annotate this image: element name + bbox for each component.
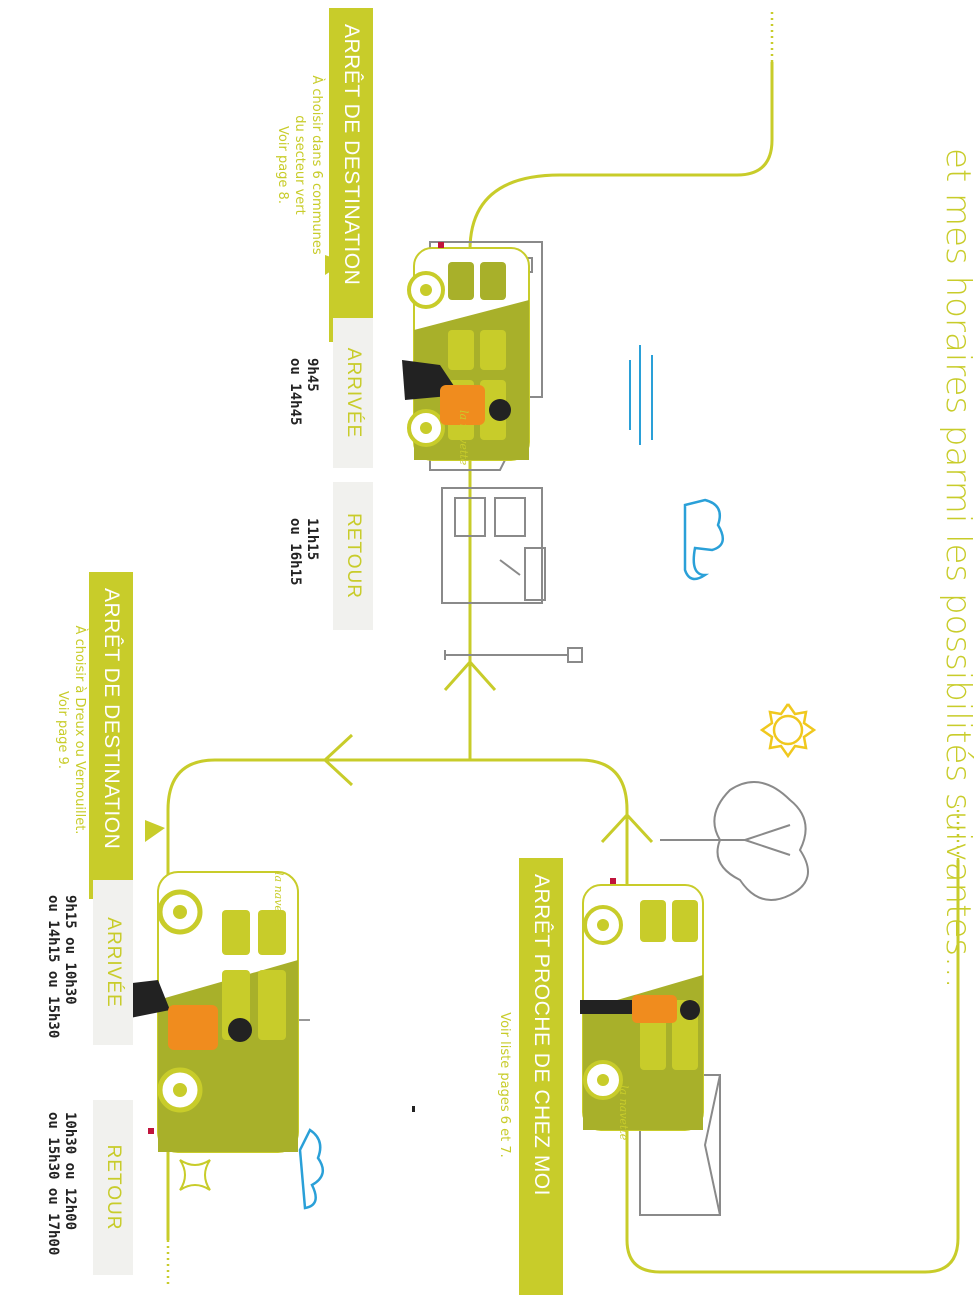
- arrow-chevron-icon: [443, 659, 497, 691]
- route-line-left-branch: [166, 758, 470, 1240]
- time-value: ou 15h30 ou 17h00: [45, 1112, 61, 1256]
- street-lamp-icon: [444, 647, 583, 663]
- wind-icon: [629, 345, 653, 445]
- arrow-chevron-icon: [600, 812, 654, 844]
- dest-green-title: ARRÊT DE DESTINATION: [329, 8, 373, 342]
- dest-dreux-arrival-times: 9h15 ou 10h30 ou 14h15 ou 15h30: [44, 895, 78, 1038]
- dest-green-arrival-tab: ARRIVÉE: [333, 318, 373, 468]
- time-value: ou 14h45: [287, 358, 303, 426]
- time-value: 9h45: [304, 358, 320, 392]
- home-title: ARRÊT PROCHE DE CHEZ MOI: [519, 858, 563, 1295]
- dest-dreux-subtitle: À choisir à Dreux ou Vernouillet. Voir p…: [54, 595, 88, 865]
- home-line: Voir liste pages 6 et 7.: [497, 1012, 512, 1158]
- person-standing-home: [580, 995, 700, 1023]
- cloud-icon: [683, 498, 725, 581]
- tree-icon: [660, 781, 809, 901]
- bus-brand-label: la navette: [617, 1085, 630, 1141]
- time-value: 10h30 ou 12h00: [62, 1112, 78, 1231]
- dest-green-arrival-times: 9h45 ou 14h45: [286, 358, 320, 425]
- time-value: 11h15: [304, 518, 320, 561]
- dest-dreux-return-tab: RETOUR: [93, 1100, 133, 1275]
- time-value: ou 16h15: [287, 518, 303, 586]
- dest-green-return-times: 11h15 ou 16h15: [286, 518, 320, 585]
- speck: [412, 1106, 415, 1112]
- dest-green-line: À choisir dans 6 communes: [309, 75, 324, 255]
- person-walking-top: [402, 360, 511, 425]
- shop-icon: [441, 487, 546, 604]
- dest-green-line: Voir page 8.: [275, 126, 290, 204]
- dest-dreux-line: À choisir à Dreux ou Vernouillet.: [72, 625, 87, 835]
- cloud-icon: [298, 1128, 325, 1210]
- time-value: 9h15 ou 10h30: [62, 895, 78, 1005]
- bus-brand-label: la navette: [457, 410, 470, 466]
- dest-dreux-title: ARRÊT DE DESTINATION: [89, 572, 133, 899]
- route-line-right-branch: [470, 758, 960, 1274]
- headline: et mes horaires parmi les possibilités s…: [938, 148, 975, 989]
- banner-notch: [145, 820, 165, 842]
- dest-green-subtitle: À choisir dans 6 communes du secteur ver…: [274, 40, 325, 290]
- bus-dreux: [148, 871, 299, 1153]
- time-value: ou 14h15 ou 15h30: [45, 895, 61, 1039]
- arrow-chevron-icon: [322, 733, 354, 787]
- bus-brand-label: la navette: [272, 872, 285, 928]
- sun-icon: [759, 703, 817, 759]
- route-line-main: [468, 62, 774, 760]
- dest-dreux-return-times: 10h30 ou 12h00 ou 15h30 ou 17h00: [44, 1112, 78, 1255]
- home-subtitle: Voir liste pages 6 et 7.: [496, 970, 513, 1200]
- fleur-de-lis-icon: [179, 1159, 211, 1191]
- dest-dreux-arrival-tab: ARRIVÉE: [93, 880, 133, 1045]
- dest-green-return-tab: RETOUR: [333, 482, 373, 630]
- dest-dreux-line: Voir page 9.: [55, 691, 70, 769]
- dest-green-line: du secteur vert: [292, 115, 307, 215]
